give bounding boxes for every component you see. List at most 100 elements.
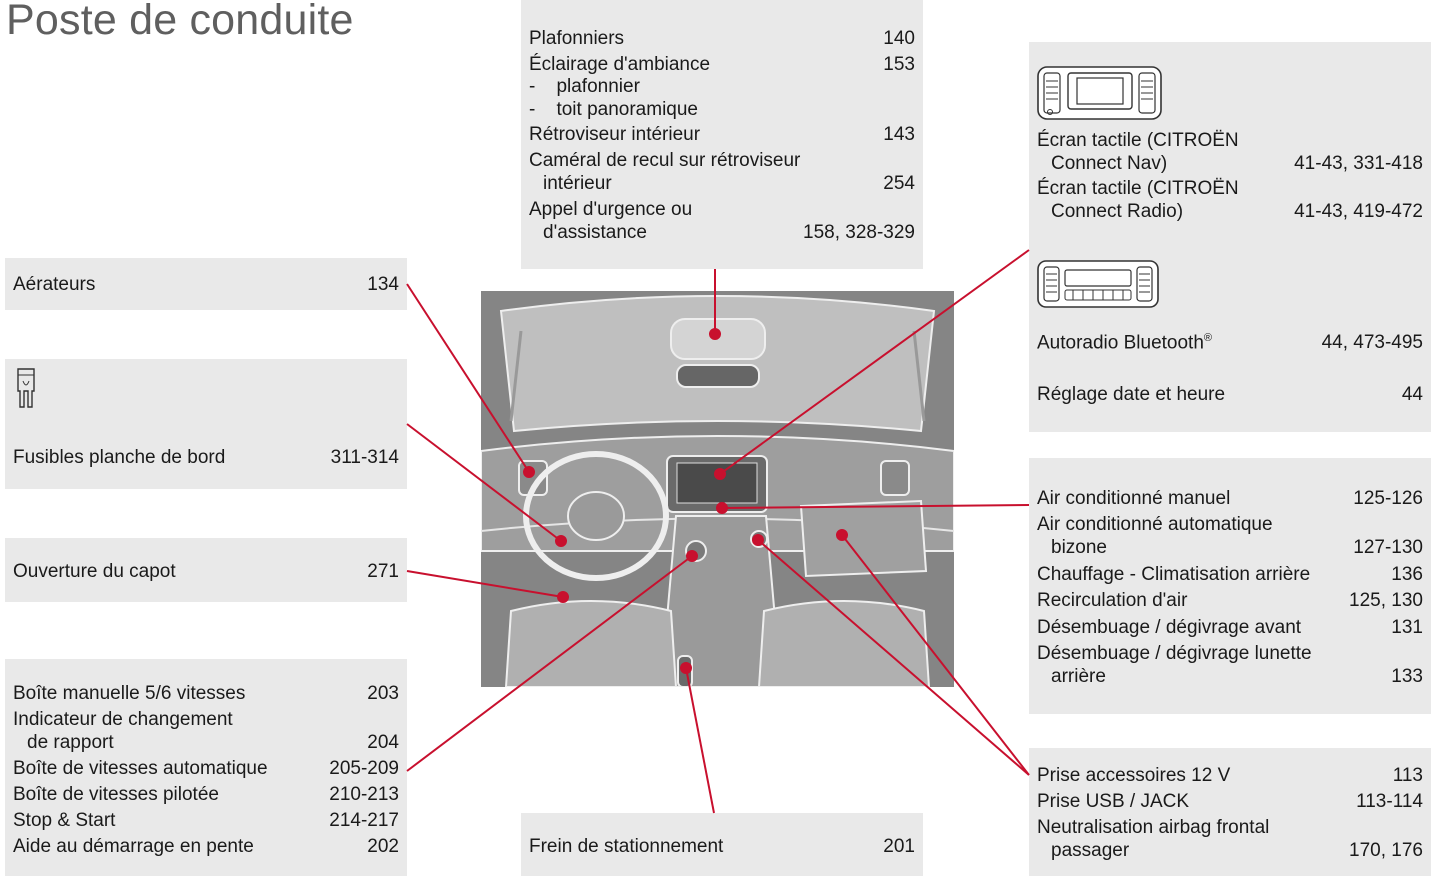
entry-nav-line1: Écran tactile (CITROËN xyxy=(1037,130,1239,151)
box-capot: Ouverture du capot 271 xyxy=(5,538,407,602)
entry-desembuage-arriere: arrière 133 xyxy=(1037,664,1423,689)
entry-label: Aide au démarrage en pente xyxy=(13,836,254,857)
entry-page: 203 xyxy=(367,683,399,704)
page-title: Poste de conduite xyxy=(6,0,354,44)
entry-label: Fusibles planche de bord xyxy=(13,447,226,468)
entry-label: Connect Radio) xyxy=(1051,201,1184,222)
entry-page: 136 xyxy=(1391,564,1423,585)
entry-page: 125-126 xyxy=(1353,488,1423,509)
entry-clim-auto-line1: Air conditionné automatique xyxy=(1037,514,1273,535)
entry-page: 143 xyxy=(883,124,915,145)
entry-recirculation: Recirculation d'air 125, 130 xyxy=(1037,588,1423,613)
entry-page: 201 xyxy=(883,836,915,857)
entry-boite-pilotee: Boîte de vitesses pilotée 210-213 xyxy=(13,782,399,807)
entry-label: passager xyxy=(1051,840,1130,861)
entry-page: 204 xyxy=(367,732,399,753)
entry-page: 41-43, 331-418 xyxy=(1294,153,1423,174)
box-aerateurs: Aérateurs 134 xyxy=(5,258,407,310)
entry-airbag-line1: Neutralisation airbag frontal xyxy=(1037,817,1270,838)
entry-label: Réglage date et heure xyxy=(1037,384,1226,405)
entry-page: 210-213 xyxy=(329,784,399,805)
entry-label: Ouverture du capot xyxy=(13,561,176,582)
entry-appel: d'assistance 158, 328-329 xyxy=(529,220,915,245)
entry-page: 134 xyxy=(367,274,399,295)
entry-label: Autoradio Bluetooth® xyxy=(1037,326,1212,355)
entry-nav: Connect Nav) 41-43, 331-418 xyxy=(1037,151,1423,176)
entry-label: Boîte de vitesses pilotée xyxy=(13,784,219,805)
box-fusibles: Fusibles planche de bord 311-314 xyxy=(5,359,407,489)
entry-label: d'assistance xyxy=(543,222,647,243)
entry-aerateurs: Aérateurs 134 xyxy=(13,272,399,297)
entry-airbag: passager 170, 176 xyxy=(1037,838,1423,863)
entry-page: 202 xyxy=(367,836,399,857)
sub-label: toit panoramique xyxy=(556,99,698,120)
entry-label: intérieur xyxy=(543,173,612,194)
entry-prise-usb: Prise USB / JACK 113-114 xyxy=(1037,789,1423,814)
entry-page: 127-130 xyxy=(1353,537,1423,558)
car-radio-icon xyxy=(1037,260,1159,308)
sub-label: plafonnier xyxy=(556,76,640,97)
entry-radio: Connect Radio) 41-43, 419-472 xyxy=(1037,199,1423,224)
box-clim: Air conditionné manuel 125-126 Air condi… xyxy=(1029,458,1431,714)
entry-label: Stop & Start xyxy=(13,810,116,831)
touchscreen-icon xyxy=(1037,66,1162,120)
entry-page: 140 xyxy=(883,28,915,49)
entry-page: 254 xyxy=(883,173,915,194)
entry-camera: intérieur 254 xyxy=(529,171,915,196)
entry-page: 41-43, 419-472 xyxy=(1294,201,1423,222)
cockpit-drawing xyxy=(481,291,954,687)
entry-label: Chauffage - Climatisation arrière xyxy=(1037,564,1311,585)
entry-page: 214-217 xyxy=(329,810,399,831)
entry-page: 153 xyxy=(883,54,915,75)
autoradio-label: Autoradio Bluetooth xyxy=(1037,332,1204,354)
entry-label: Éclairage d'ambiance xyxy=(529,54,711,75)
entry-page: 44, 473-495 xyxy=(1321,332,1423,354)
entry-page: 271 xyxy=(367,561,399,582)
entry-sub-toit: - toit panoramique xyxy=(529,99,698,120)
entry-page: 125, 130 xyxy=(1349,590,1423,611)
entry-desembuage-arriere-line1: Désembuage / dégivrage lunette xyxy=(1037,643,1312,664)
entry-indicateur: de rapport 204 xyxy=(13,730,399,755)
entry-retro: Rétroviseur intérieur 143 xyxy=(529,122,915,147)
entry-radio-line1: Écran tactile (CITROËN xyxy=(1037,178,1239,199)
entry-label: Prise USB / JACK xyxy=(1037,791,1190,812)
entry-stop-start: Stop & Start 214-217 xyxy=(13,808,399,833)
box-plafonniers: Plafonniers 140 Éclairage d'ambiance 153… xyxy=(521,0,923,269)
entry-page: 113-114 xyxy=(1356,791,1423,812)
entry-label: Boîte manuelle 5/6 vitesses xyxy=(13,683,246,704)
entry-desembuage-avant: Désembuage / dégivrage avant 131 xyxy=(1037,615,1423,640)
entry-page: 44 xyxy=(1401,384,1423,405)
box-prise: Prise accessoires 12 V 113 Prise USB / J… xyxy=(1029,748,1431,876)
entry-appel-line1: Appel d'urgence ou xyxy=(529,199,693,220)
entry-page: 131 xyxy=(1391,617,1423,638)
cockpit-illustration xyxy=(481,291,954,687)
entry-indicateur-line1: Indicateur de changement xyxy=(13,709,233,730)
entry-clim-auto: bizone 127-130 xyxy=(1037,535,1423,560)
entry-label: Connect Nav) xyxy=(1051,153,1168,174)
box-ecran: Écran tactile (CITROËN Connect Nav) 41-4… xyxy=(1029,42,1431,432)
entry-page: 133 xyxy=(1391,666,1423,687)
entry-prise-acc: Prise accessoires 12 V 113 xyxy=(1037,763,1423,788)
entry-label: Recirculation d'air xyxy=(1037,590,1188,611)
entry-page: 158, 328-329 xyxy=(803,222,915,243)
entry-page: 311-314 xyxy=(330,447,399,468)
box-boite: Boîte manuelle 5/6 vitesses 203 Indicate… xyxy=(5,659,407,876)
entry-clim-manuel: Air conditionné manuel 125-126 xyxy=(1037,486,1423,511)
entry-label: bizone xyxy=(1051,537,1107,558)
entry-capot: Ouverture du capot 271 xyxy=(13,559,399,584)
registered-mark: ® xyxy=(1203,332,1213,344)
entry-label: arrière xyxy=(1051,666,1106,687)
entry-label: Air conditionné manuel xyxy=(1037,488,1231,509)
entry-label: Désembuage / dégivrage avant xyxy=(1037,617,1302,638)
entry-label: Boîte de vitesses automatique xyxy=(13,758,268,779)
entry-plafonniers: Plafonniers 140 xyxy=(529,26,915,51)
entry-boite-auto: Boîte de vitesses automatique 205-209 xyxy=(13,756,399,781)
entry-label: Prise accessoires 12 V xyxy=(1037,765,1231,786)
entry-label: Aérateurs xyxy=(13,274,96,295)
entry-sub-plafonnier: - plafonnier xyxy=(529,76,640,97)
entry-label: de rapport xyxy=(27,732,114,753)
entry-page: 205-209 xyxy=(329,758,399,779)
entry-label: Frein de stationnement xyxy=(529,836,724,857)
entry-eclairage: Éclairage d'ambiance 153 xyxy=(529,52,915,77)
entry-aide-demarrage: Aide au démarrage en pente 202 xyxy=(13,834,399,859)
